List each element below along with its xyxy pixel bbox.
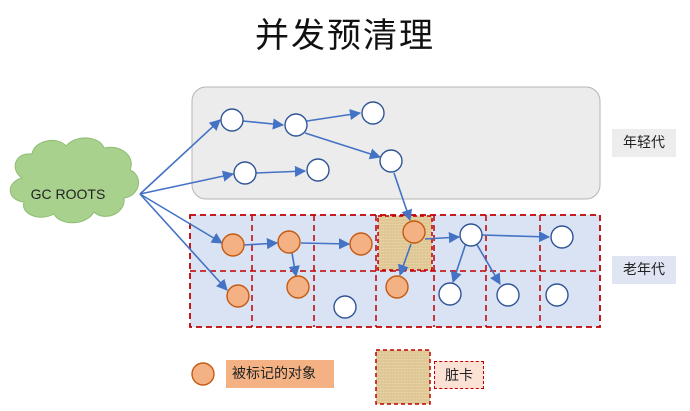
object-node — [379, 149, 403, 173]
object-node — [438, 282, 462, 306]
gc-roots-cloud — [9, 137, 139, 224]
arrow-y6-o4 — [393, 172, 413, 222]
arrow-root-o8 — [139, 193, 228, 291]
arrow-o1-o2 — [243, 238, 279, 250]
arrow-root-y1 — [139, 119, 221, 195]
old-generation-label: 老年代 — [612, 256, 676, 284]
arrow-o4-o11 — [398, 243, 412, 277]
marked-object-node — [221, 233, 245, 257]
reference-arrows — [139, 108, 551, 291]
object-node — [545, 283, 569, 307]
arrow-o5-o6 — [481, 231, 551, 243]
marked-object-node — [226, 284, 250, 308]
object-node — [333, 295, 357, 319]
page-title: 并发预清理 — [255, 16, 435, 56]
arrow-y2-y3 — [306, 108, 362, 122]
object-node — [284, 113, 308, 137]
marked-object-node — [286, 275, 310, 299]
arrow-root-o1 — [139, 193, 223, 244]
object-node — [233, 161, 257, 185]
object-node — [459, 223, 483, 247]
arrow-o5-o13 — [475, 242, 501, 285]
arrow-o5-o12 — [450, 242, 467, 284]
marked-object-node — [277, 230, 301, 254]
arrow-o2-o3 — [300, 238, 351, 250]
object-node — [496, 283, 520, 307]
arrow-y4-y5 — [255, 165, 307, 178]
marked-object-node — [402, 220, 426, 244]
marked-object-node — [385, 275, 409, 299]
legend-marked-label: 被标记的对象 — [226, 360, 334, 388]
gc-roots-label: GC ROOTS — [31, 186, 106, 202]
old-objects — [221, 220, 574, 319]
object-node — [361, 101, 385, 125]
arrow-o4-o5 — [424, 232, 461, 244]
young-generation-label: 年轻代 — [612, 129, 676, 157]
object-node — [220, 108, 244, 132]
arrow-y1-y2 — [242, 118, 285, 130]
legend-marked-swatch — [191, 362, 215, 386]
object-node — [306, 158, 330, 182]
arrow-root-y4 — [139, 170, 235, 195]
young-generation-region — [191, 86, 601, 200]
arrow-y2-y6 — [304, 132, 382, 160]
young-objects — [220, 101, 403, 185]
legend-dirty-label: 脏卡 — [434, 361, 484, 389]
legend-dirty-swatch — [375, 349, 431, 405]
object-node — [550, 225, 574, 249]
arrow-o2-o9 — [288, 252, 300, 278]
marked-object-node — [349, 232, 373, 256]
